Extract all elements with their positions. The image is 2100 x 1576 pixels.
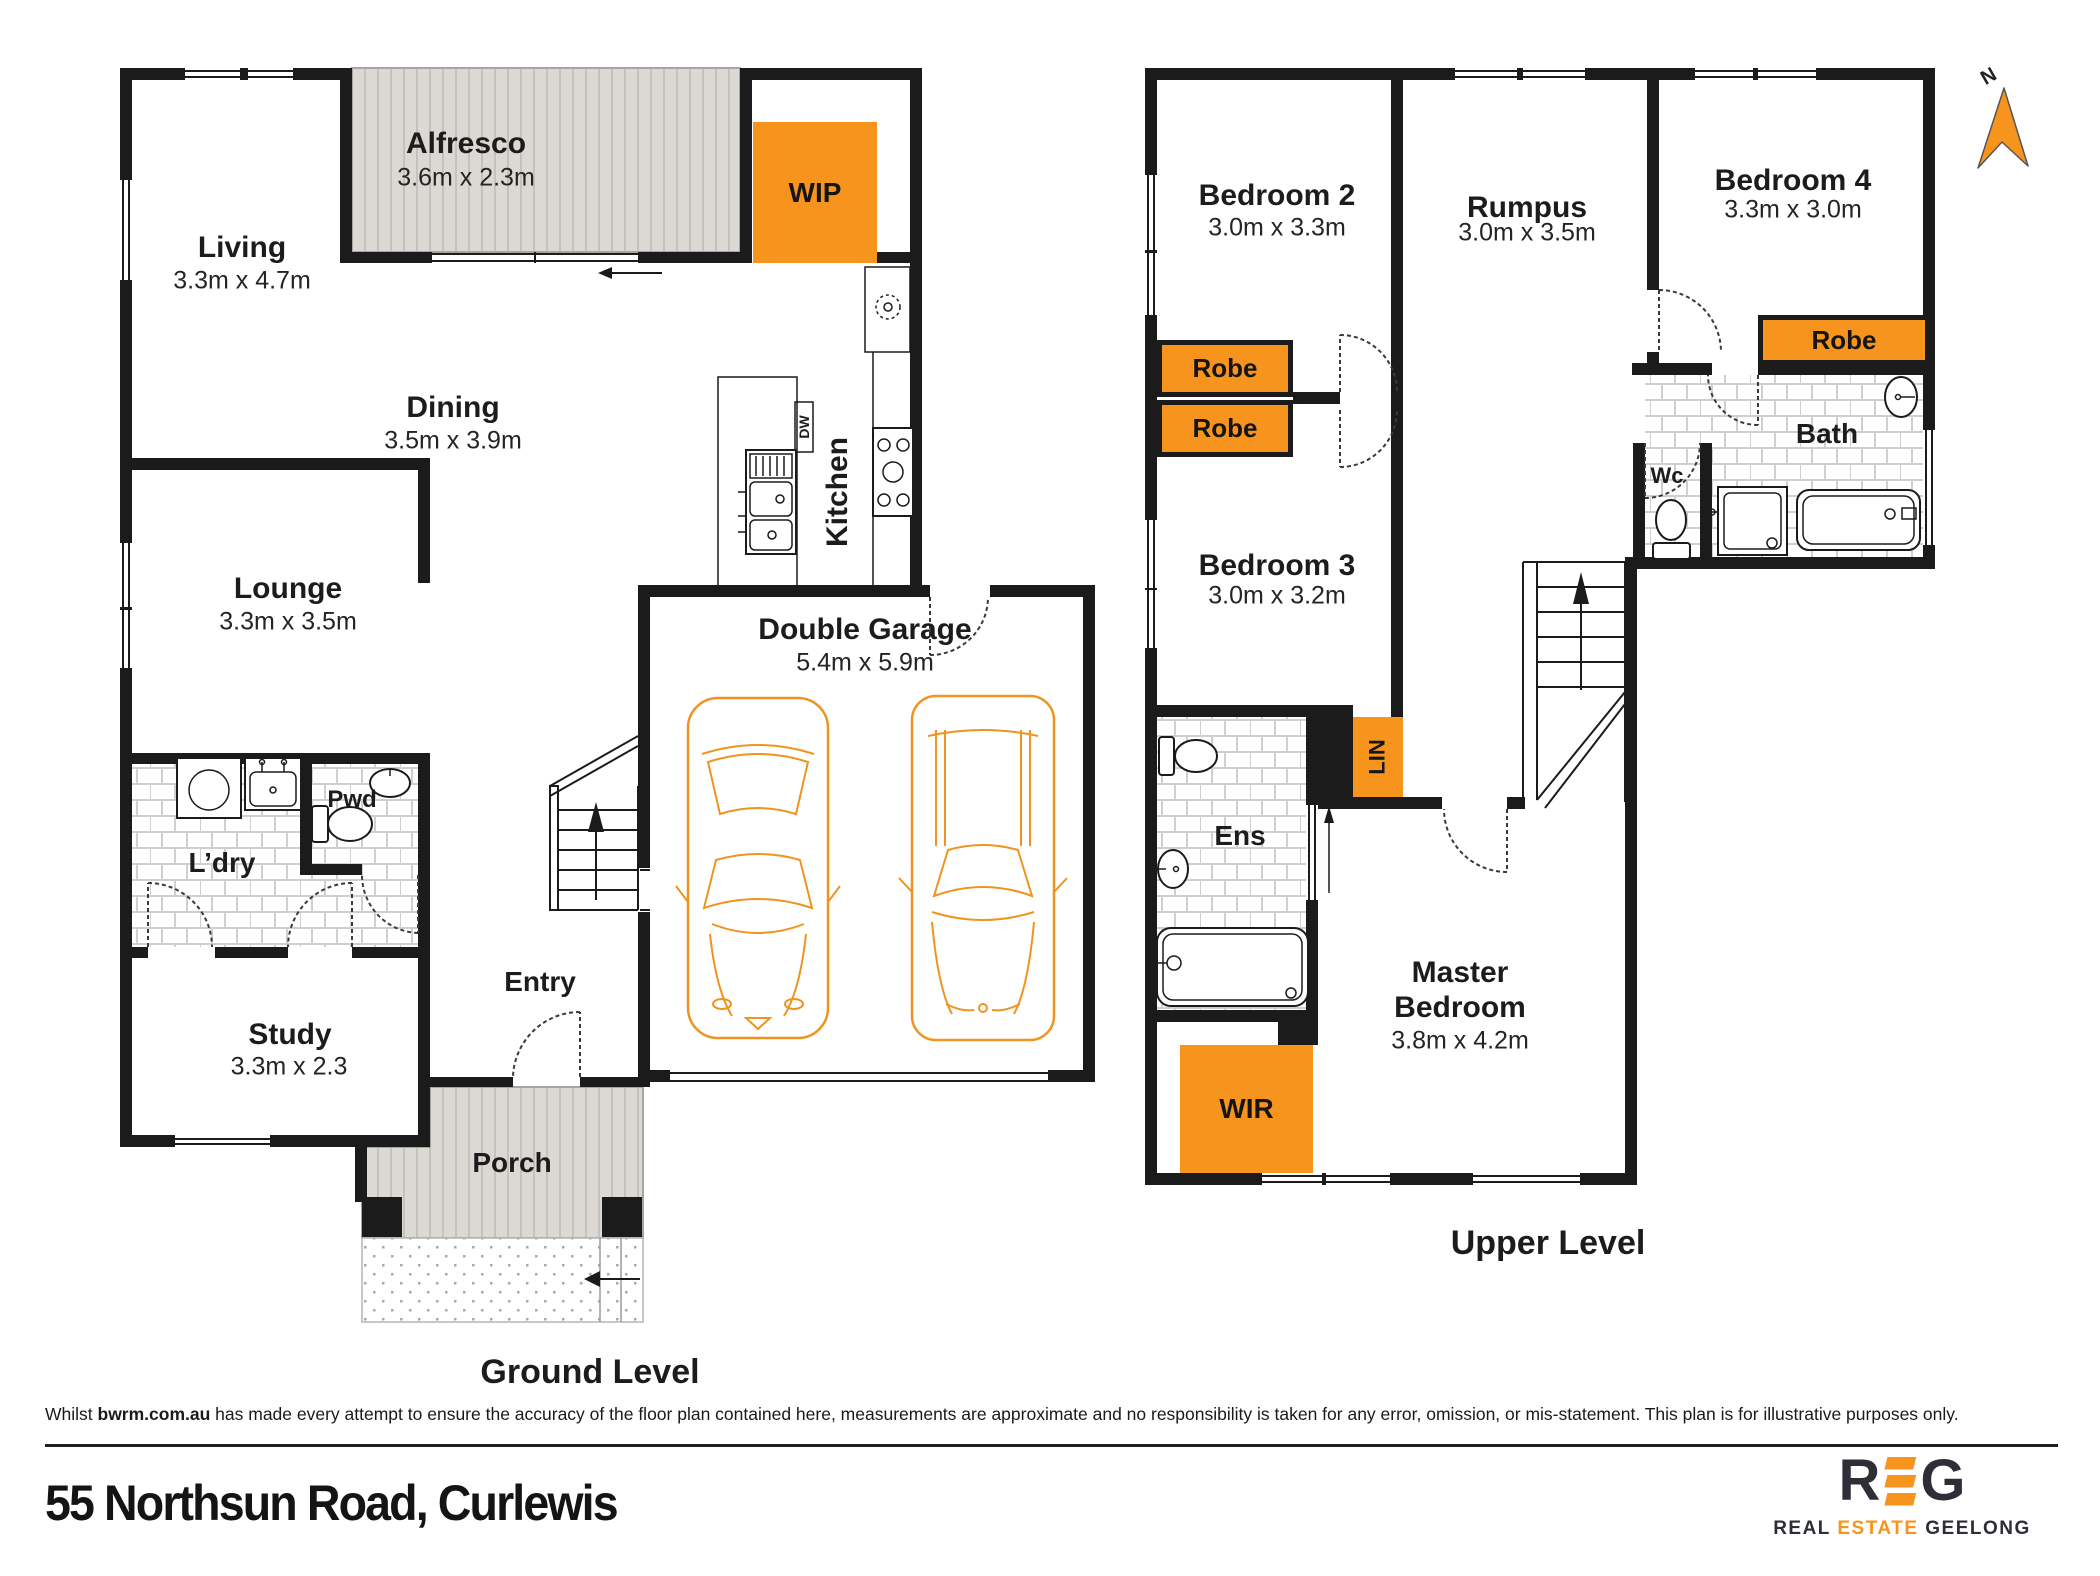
driveway: [361, 1237, 644, 1323]
disclaimer-text: Whilst bwrm.com.au has made every attemp…: [45, 1404, 1959, 1425]
car-icon: [675, 696, 841, 1040]
room-label-master-2: Bedroom: [1394, 991, 1526, 1024]
disclaimer-brand: bwrm.com.au: [97, 1404, 211, 1424]
room-dims-lounge: 3.3m x 3.5m: [219, 607, 357, 636]
room-label-entry: Entry: [504, 966, 576, 997]
walk-in-robe: WIR: [1180, 1045, 1313, 1173]
upper-level-label: Upper Level: [1450, 1224, 1646, 1262]
room-label-alfresco: Alfresco: [405, 127, 527, 160]
wip-pantry: WIP: [753, 122, 877, 263]
powder-toilet-icon: [311, 805, 373, 843]
ground-floor-plan: [120, 67, 1095, 1323]
disclaimer-suffix: has made every attempt to ensure the acc…: [210, 1404, 1959, 1424]
ens-bathtub-icon: [1156, 927, 1309, 1007]
room-label-ensuite: Ens: [1214, 820, 1266, 851]
upper-windows: [1145, 68, 1935, 1185]
washing-machine-icon: [176, 757, 242, 819]
laundry-sink-icon: [244, 757, 302, 811]
robe-label: Robe: [1192, 353, 1258, 383]
ground-windows: [120, 68, 1048, 1147]
ens-toilet-icon: [1158, 736, 1218, 776]
room-dims-bedroom3: 3.0m x 3.2m: [1208, 581, 1346, 610]
garage-door: [670, 1072, 1048, 1082]
lin-label: LIN: [1364, 739, 1390, 775]
room-dims-study: 3.3m x 2.3: [230, 1052, 348, 1081]
ens-sliding-door: [1308, 805, 1316, 900]
cooktop-icon: [872, 427, 914, 517]
logo-letter-e-icon: [1884, 1456, 1917, 1506]
room-label-wc: Wc: [1650, 463, 1684, 488]
dishwasher-label: DW: [796, 415, 812, 439]
tagline-estate: ESTATE: [1837, 1518, 1919, 1539]
kitchen-fixtures: [717, 266, 914, 597]
powder-basin-icon: [369, 768, 411, 798]
room-label-powder: Pwd: [327, 786, 377, 813]
room-label-living: Living: [197, 231, 287, 264]
agency-logo: R G REAL ESTATE GEELONG: [1752, 1452, 2052, 1540]
room-dims-bedroom2: 3.0m x 3.3m: [1208, 213, 1346, 242]
room-label-porch: Porch: [472, 1147, 552, 1178]
room-label-bath: Bath: [1795, 418, 1859, 449]
robe-label: Robe: [1811, 324, 1877, 355]
fridge-space: [864, 266, 911, 353]
tagline-geelong: GEELONG: [1925, 1518, 2031, 1539]
logo-letter-r: R: [1838, 1448, 1881, 1513]
robe-label: Robe: [1192, 413, 1258, 443]
north-arrow-icon: [1977, 87, 2029, 169]
room-dims-rumpus: 3.0m x 3.5m: [1458, 218, 1596, 247]
bathtub-icon: [1796, 489, 1921, 551]
robe-bedroom3: Robe: [1157, 400, 1293, 457]
room-dims-master: 3.8m x 4.2m: [1391, 1026, 1529, 1055]
disclaimer-prefix: Whilst: [45, 1404, 98, 1424]
room-label-bedroom2: Bedroom 2: [1198, 179, 1356, 212]
ens-basin-icon: [1157, 849, 1189, 889]
room-dims-dining: 3.5m x 3.9m: [384, 426, 522, 455]
kitchen-sink-icon: [738, 449, 797, 555]
room-label-bedroom3: Bedroom 3: [1198, 549, 1356, 582]
room-label-rumpus: Rumpus: [1467, 191, 1587, 224]
room-dims-alfresco: 3.6m x 2.3m: [397, 163, 535, 192]
logo-letter-g: G: [1920, 1448, 1966, 1513]
stairs-ground-icon: [549, 735, 639, 911]
room-label-study: Study: [248, 1018, 332, 1051]
property-address: 55 Northsun Road, Curlewis: [45, 1475, 619, 1531]
room-dims-living: 3.3m x 4.7m: [173, 266, 311, 295]
logo-tagline: REAL ESTATE GEELONG: [1752, 1518, 2052, 1540]
oven-fan-icon: [875, 294, 901, 320]
linen-cupboard: LIN: [1353, 717, 1403, 797]
ensuite-fixtures: [1156, 736, 1334, 1007]
wip-label: WIP: [788, 176, 842, 208]
room-dims-bedroom4: 3.3m x 3.0m: [1724, 195, 1862, 224]
robe-bedroom4: Robe: [1758, 315, 1930, 365]
room-label-bedroom4: Bedroom 4: [1714, 164, 1872, 197]
room-label-lounge: Lounge: [233, 572, 343, 605]
bath-fixtures: [1652, 376, 1921, 560]
wc-toilet-icon: [1652, 499, 1691, 560]
room-dims-garage: 5.4m x 5.9m: [796, 648, 934, 677]
alfresco-sliding-door: [432, 252, 638, 263]
room-label-kitchen: Kitchen: [821, 436, 854, 548]
laundry-fixtures: [176, 757, 411, 843]
upper-door-swings: [1339, 289, 1759, 873]
upper-floor-plan: [1145, 68, 1935, 1185]
garage-entry-opening: [640, 869, 650, 911]
wir-label: WIR: [1219, 1093, 1274, 1124]
room-label-master-1: Master: [1411, 956, 1509, 989]
room-label-laundry: L’dry: [188, 847, 256, 878]
robe-bedroom2: Robe: [1157, 340, 1293, 397]
ground-door-swings: [147, 596, 989, 1078]
dishwasher: [794, 401, 814, 453]
room-label-garage: Double Garage: [758, 613, 972, 646]
logo-mark: R G: [1752, 1452, 2052, 1510]
stairs-upper-icon: [1522, 561, 1626, 809]
ground-level-label: Ground Level: [480, 1353, 700, 1391]
shower-icon: [1708, 486, 1788, 556]
divider-line: [45, 1444, 2058, 1447]
room-label-dining: Dining: [406, 391, 500, 424]
bath-basin-icon: [1884, 376, 1918, 418]
tagline-real: REAL: [1773, 1518, 1831, 1539]
alfresco-deck: [351, 67, 741, 253]
car-icon: [898, 694, 1068, 1042]
